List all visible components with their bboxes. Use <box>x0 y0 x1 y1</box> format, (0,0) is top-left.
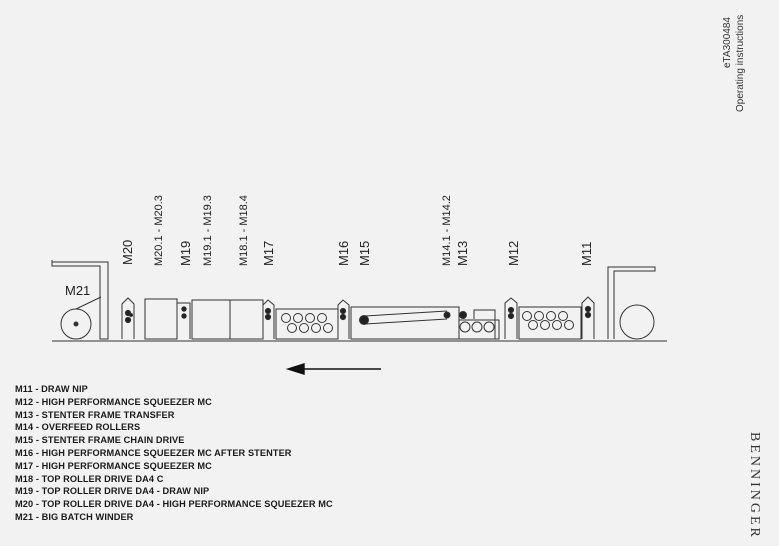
batch-winder-m21 <box>51 260 109 340</box>
squeezer-m16 <box>337 299 350 339</box>
overfeed-m14-transfer-m13 <box>458 309 500 340</box>
legend-item: M17 - HIGH PERFORMANCE SQUEEZER MC <box>15 460 212 471</box>
motor-legend: M11 - DRAW NIP M12 - HIGH PERFORMANCE SQ… <box>15 383 333 524</box>
draw-nip-m19 <box>144 298 191 340</box>
squeezer-m17 <box>262 299 275 339</box>
stenter-frame-m15 <box>350 306 460 340</box>
squeezer-m20 <box>121 297 135 339</box>
legend-item: M20 - TOP ROLLER DRIVE DA4 - HIGH PERFOR… <box>15 499 333 510</box>
direction-arrow-icon <box>285 363 381 375</box>
legend-item: M13 - STENTER FRAME TRANSFER <box>15 409 175 420</box>
roller-compartment-right <box>518 306 582 340</box>
legend-item: M21 - BIG BATCH WINDER <box>15 511 134 522</box>
label-m21: M21 <box>65 283 91 298</box>
draw-nip-m11 <box>581 296 595 339</box>
feed-roll-right <box>607 266 656 340</box>
top-roller-drive-m18 <box>191 299 264 340</box>
legend-item: M19 - TOP ROLLER DRIVE DA4 - DRAW NIP <box>15 486 210 497</box>
brand-logo: BENNINGER <box>747 432 762 540</box>
legend-item: M16 - HIGH PERFORMANCE SQUEEZER MC AFTER… <box>15 447 292 458</box>
legend-item: M11 - DRAW NIP <box>15 384 88 394</box>
legend-item: M14 - OVERFEED ROLLERS <box>15 422 141 433</box>
legend-item: M18 - TOP ROLLER DRIVE DA4 C <box>15 473 164 484</box>
legend-item: M15 - STENTER FRAME CHAIN DRIVE <box>15 435 185 446</box>
roller-compartment-left <box>275 308 339 340</box>
legend-item: M12 - HIGH PERFORMANCE SQUEEZER MC <box>15 396 212 407</box>
squeezer-m12 <box>504 297 518 339</box>
